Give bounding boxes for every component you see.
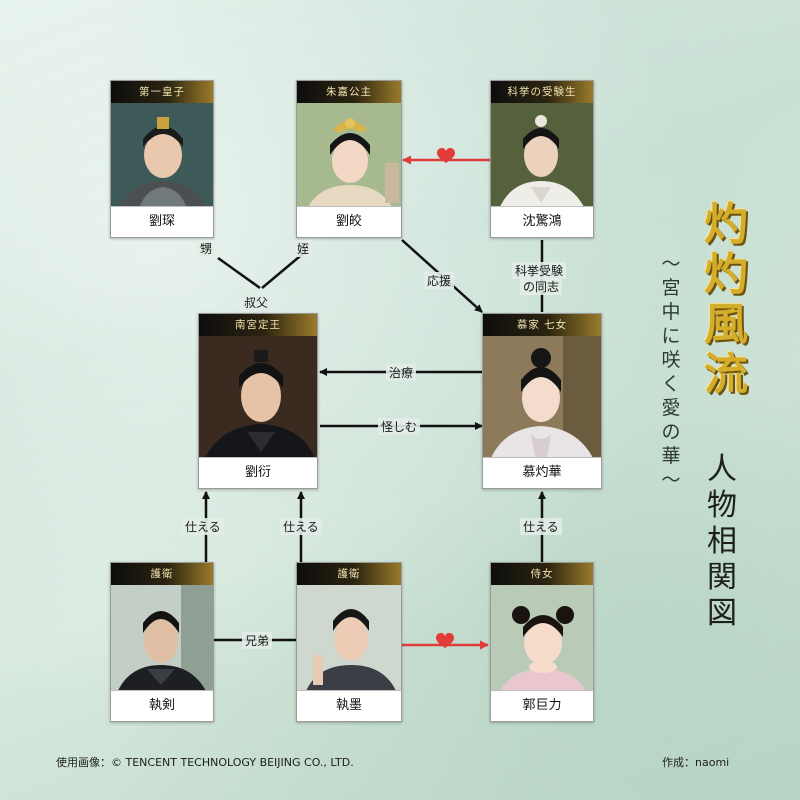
portrait-photo bbox=[199, 336, 317, 458]
relation-label-brothers: 兄弟 bbox=[242, 632, 272, 649]
portrait-photo bbox=[111, 103, 213, 209]
role-label: 朱嘉公主 bbox=[297, 81, 401, 103]
relation-label-treat: 治療 bbox=[386, 364, 416, 381]
role-label: 科挙の受験生 bbox=[491, 81, 593, 103]
relation-label-exam-mates-1: 科挙受験 bbox=[512, 262, 566, 279]
role-label: 護衛 bbox=[111, 563, 213, 585]
line-niece bbox=[262, 252, 305, 288]
portrait-photo bbox=[491, 103, 593, 209]
character-card-liu-yan[interactable]: 南宮定王 劉衍 bbox=[198, 313, 318, 489]
character-name: 執剣 bbox=[111, 690, 213, 721]
portrait-photo bbox=[491, 585, 593, 693]
relation-label-serve-right: 仕える bbox=[520, 518, 562, 535]
drama-subtitle: 〜 宮 中 に 咲 く 愛 の 華 〜 bbox=[658, 252, 684, 492]
character-card-zhimo[interactable]: 護衛 執墨 bbox=[296, 562, 402, 722]
relation-label-suspect: 怪しむ bbox=[378, 418, 420, 435]
role-label: 侍女 bbox=[491, 563, 593, 585]
character-card-liu-jiao[interactable]: 朱嘉公主 劉皎 bbox=[296, 80, 402, 238]
relation-label-niece: 姪 bbox=[294, 240, 312, 257]
character-name: 沈驚鴻 bbox=[491, 206, 593, 237]
line-nephew bbox=[218, 258, 260, 288]
character-card-shen-jinghong[interactable]: 科挙の受験生 沈驚鴻 bbox=[490, 80, 594, 238]
role-label: 慕家 七女 bbox=[483, 314, 601, 336]
character-card-zhijian[interactable]: 護衛 執剣 bbox=[110, 562, 214, 722]
relation-label-exam-mates-2: の同志 bbox=[520, 278, 562, 295]
portrait-photo bbox=[297, 585, 401, 693]
character-card-guo-juli[interactable]: 侍女 郭巨力 bbox=[490, 562, 594, 722]
relation-label-serve-left: 仕える bbox=[182, 518, 224, 535]
portrait-photo bbox=[297, 103, 401, 209]
portrait-photo bbox=[483, 336, 601, 458]
relation-label-nephew: 甥 bbox=[197, 240, 215, 257]
drama-title: 灼 灼 風 流 bbox=[686, 200, 766, 400]
role-label: 第一皇子 bbox=[111, 81, 213, 103]
image-credit: 使用画像：© TENCENT TECHNOLOGY BEIJING CO., L… bbox=[56, 754, 354, 770]
relation-label-support: 応援 bbox=[424, 272, 454, 289]
role-label: 南宮定王 bbox=[199, 314, 317, 336]
portrait-photo bbox=[111, 585, 213, 693]
character-name: 劉琛 bbox=[111, 206, 213, 237]
chart-heading: 人 物 相 関 図 bbox=[702, 452, 742, 632]
character-name: 慕灼華 bbox=[483, 457, 601, 488]
character-card-mu-zhuohua[interactable]: 慕家 七女 慕灼華 bbox=[482, 313, 602, 489]
author-credit: 作成：naomi bbox=[662, 754, 729, 770]
relation-label-serve-mid: 仕える bbox=[280, 518, 322, 535]
character-name: 郭巨力 bbox=[491, 690, 593, 721]
character-name: 劉衍 bbox=[199, 457, 317, 488]
character-name: 執墨 bbox=[297, 690, 401, 721]
relation-label-uncle: 叔父 bbox=[244, 294, 268, 311]
character-card-liu-chen[interactable]: 第一皇子 劉琛 bbox=[110, 80, 214, 238]
character-name: 劉皎 bbox=[297, 206, 401, 237]
role-label: 護衛 bbox=[297, 563, 401, 585]
